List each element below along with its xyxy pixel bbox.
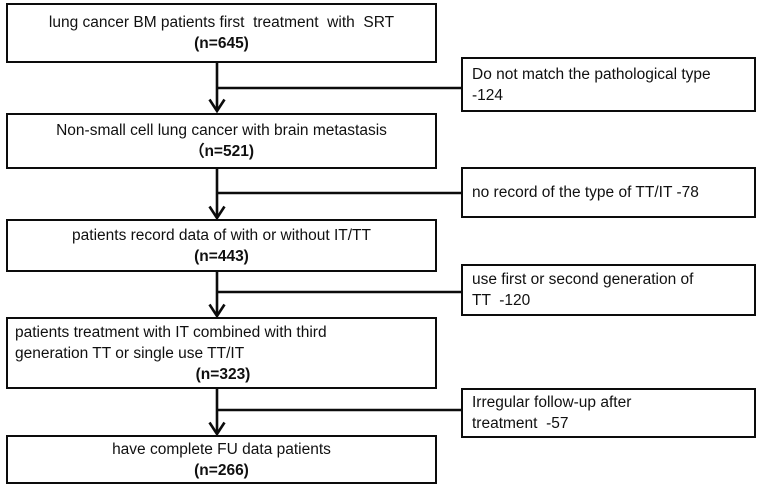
flow-box-count: （n=521) [188, 143, 255, 160]
flow-box-count: TT -120 [472, 292, 531, 309]
flow-box-excluded-no-record: no record of the type of TT/IT -78 [461, 167, 756, 218]
flow-box-text: Irregular follow-up after [472, 394, 632, 411]
flow-box-count: (n=266) [194, 461, 249, 479]
flow-box-text: generation TT or single use TT/IT [15, 344, 245, 362]
flow-box-text: no record of the type of TT/IT -78 [472, 184, 699, 201]
flow-box-text: patients record data of with or without … [72, 226, 371, 244]
flow-box-count: -124 [472, 86, 504, 104]
arrow-down-icon [208, 205, 226, 221]
flow-box-srt-patients: lung cancer BM patients first treatment … [6, 3, 437, 63]
connector-main2-main3 [208, 168, 461, 221]
flow-box-nsclc-brain-metastasis: Non-small cell lung cancer with brain me… [6, 113, 437, 169]
flow-box-count: (n=443) [194, 247, 249, 265]
connector-main3-main4 [208, 271, 461, 319]
flow-box-count: (n=323) [195, 365, 251, 383]
arrow-down-icon [208, 98, 226, 114]
flow-box-it-combined-third-generation: patients treatment with IT combined with… [6, 317, 437, 389]
connector-main1-main2 [208, 62, 461, 114]
flow-box-text: use first or second generation of [472, 271, 694, 288]
flow-box-text: lung cancer BM patients first treatment … [48, 14, 395, 31]
arrow-down-icon [208, 421, 226, 437]
flow-box-complete-fu-data: have complete FU data patients (n=266) [6, 435, 437, 484]
flow-box-count: treatment -57 [472, 415, 569, 432]
flow-box-text: Do not match the pathological type [472, 65, 711, 83]
arrow-down-icon [208, 303, 226, 319]
flow-box-record-data-it-tt: patients record data of with or without … [6, 219, 437, 272]
flow-box-text: Non-small cell lung cancer with brain me… [56, 122, 387, 139]
flow-box-text: have complete FU data patients [112, 440, 331, 458]
flow-box-text: patients treatment with IT combined with… [15, 323, 327, 341]
flow-box-excluded-irregular-followup: Irregular follow-up after treatment -57 [461, 388, 756, 438]
connector-main4-main5 [208, 388, 461, 437]
flow-box-count: (n=645) [194, 35, 249, 52]
flow-box-excluded-first-second-generation: use first or second generation of TT -12… [461, 264, 756, 316]
flow-box-excluded-pathological-type: Do not match the pathological type -124 [461, 57, 756, 112]
